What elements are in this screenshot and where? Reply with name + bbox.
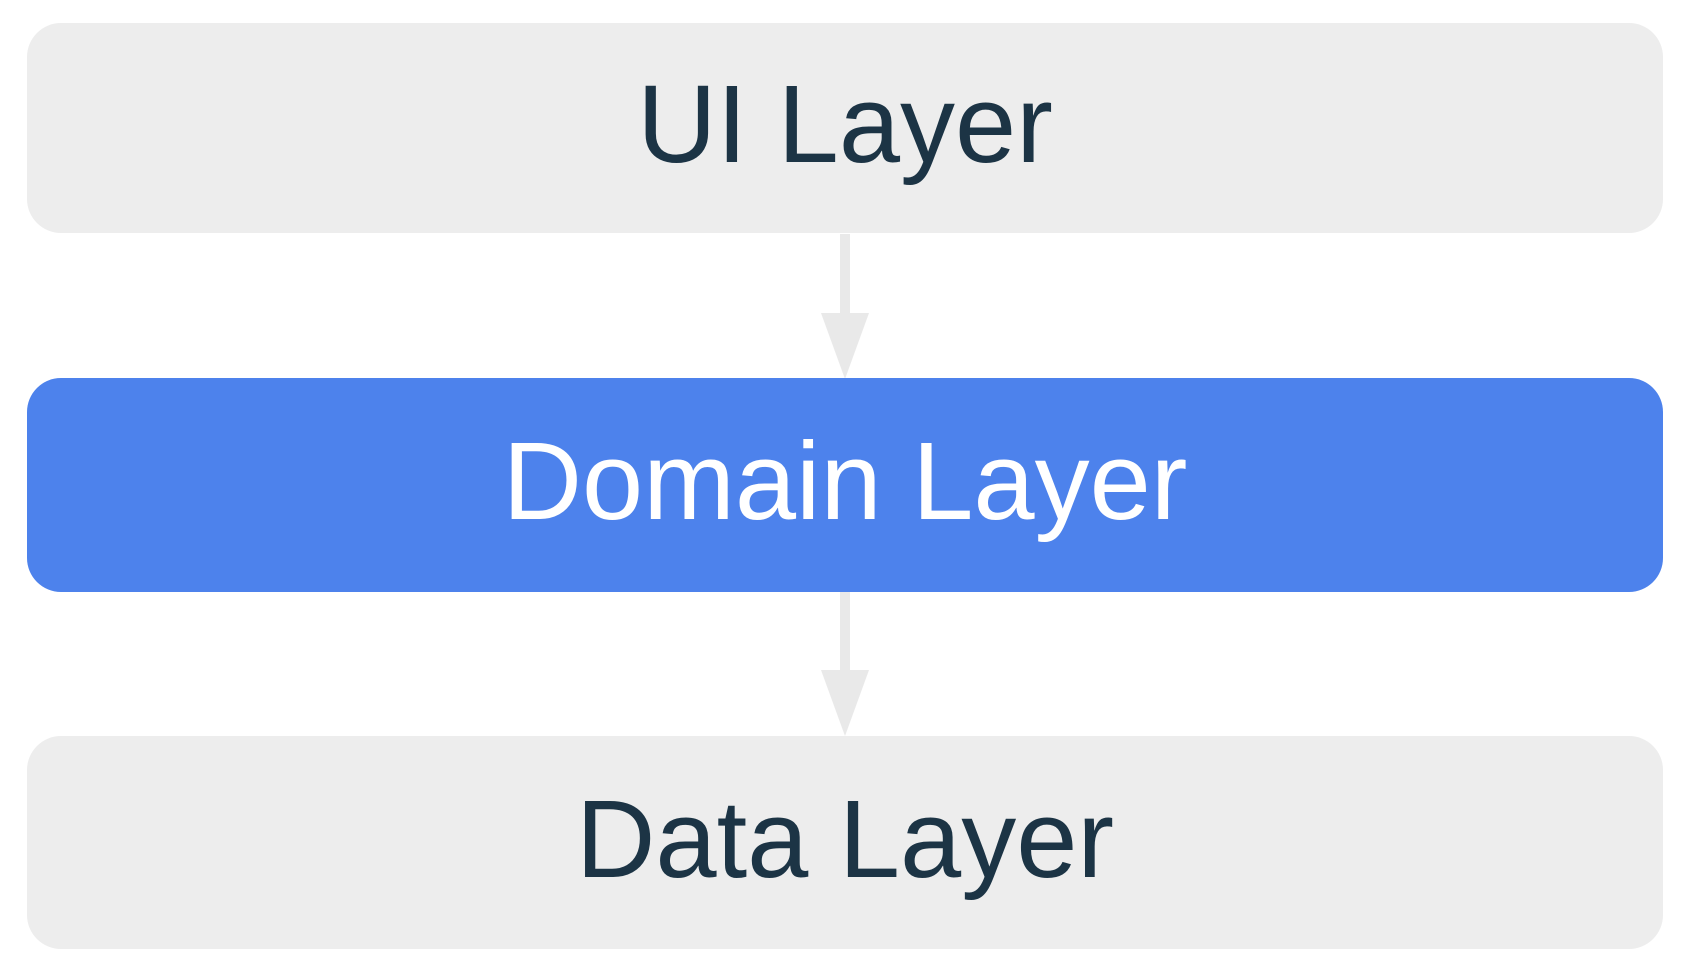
arrow-shaft — [840, 234, 850, 315]
layer-box-data: Data Layer — [27, 736, 1663, 949]
layer-label-ui: UI Layer — [637, 63, 1053, 186]
layer-label-domain: Domain Layer — [502, 420, 1188, 543]
layer-label-data: Data Layer — [575, 777, 1115, 901]
arrow-down-icon — [821, 313, 869, 379]
arrow-shaft — [840, 592, 850, 672]
layer-box-domain: Domain Layer — [27, 378, 1663, 592]
layer-box-ui: UI Layer — [27, 23, 1663, 233]
arrow-down-icon — [821, 670, 869, 736]
